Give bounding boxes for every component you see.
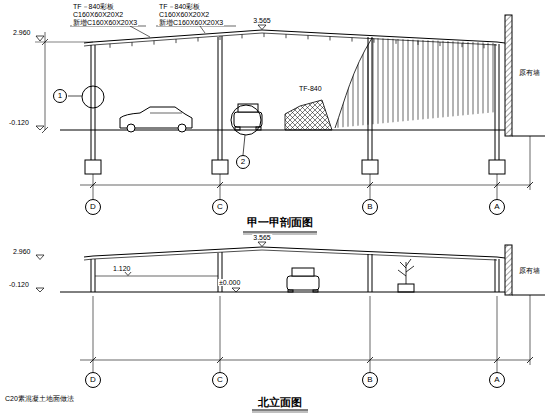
axis-letter: C — [217, 203, 223, 211]
elevation-level: 2.960 — [12, 248, 32, 255]
elevation-level: 1.120 — [112, 265, 132, 272]
grid-axis-bubble: C — [212, 199, 228, 215]
elevation-level: -0.120 — [8, 281, 30, 288]
axis-letter: A — [494, 203, 499, 211]
axis-letter: 1 — [58, 92, 62, 100]
material-note: TF－840彩板 — [158, 3, 201, 10]
elevation-level: 3.565 — [252, 234, 272, 241]
axis-letter: A — [494, 376, 499, 384]
grid-axis-bubble: B — [362, 199, 378, 215]
detail-callout: 1 — [53, 89, 67, 103]
purlin-size: C160X60X20X2 — [158, 11, 210, 18]
axis-letter: B — [367, 203, 372, 211]
view-title: 甲一甲剖面图 — [246, 217, 314, 228]
material-note: TF-840 — [298, 85, 323, 92]
purlin-size: 新增C160X60X20X3 — [158, 19, 224, 26]
elevation-level: -0.120 — [8, 119, 30, 126]
material-note: TF－840彩板 — [72, 3, 115, 10]
purlin-size: C160X60X20X2 — [72, 11, 124, 18]
grid-axis-bubble: D — [85, 372, 101, 388]
existing-wall-note: 原有墙 — [518, 69, 541, 76]
axis-letter: B — [367, 376, 372, 384]
axis-letter: D — [90, 203, 96, 211]
view-title: 北立面图 — [257, 397, 303, 408]
axis-letter: 2 — [241, 158, 245, 166]
grid-axis-bubble: A — [489, 199, 505, 215]
floor-note: C20素混凝土地面做法 — [4, 395, 75, 402]
elevation-level: ±0.000 — [218, 279, 241, 286]
axis-letter: D — [90, 376, 96, 384]
purlin-size: 新增C160X60X20X3 — [72, 19, 138, 26]
grid-axis-bubble: D — [85, 199, 101, 215]
existing-wall-note: 原有墙 — [518, 267, 541, 274]
detail-callout: 2 — [236, 155, 250, 169]
elevation-level: 3.565 — [252, 17, 272, 24]
axis-letter: C — [217, 376, 223, 384]
grid-axis-bubble: B — [362, 372, 378, 388]
grid-axis-bubble: C — [212, 372, 228, 388]
elevation-level: 2.960 — [12, 29, 32, 36]
grid-axis-bubble: A — [489, 372, 505, 388]
